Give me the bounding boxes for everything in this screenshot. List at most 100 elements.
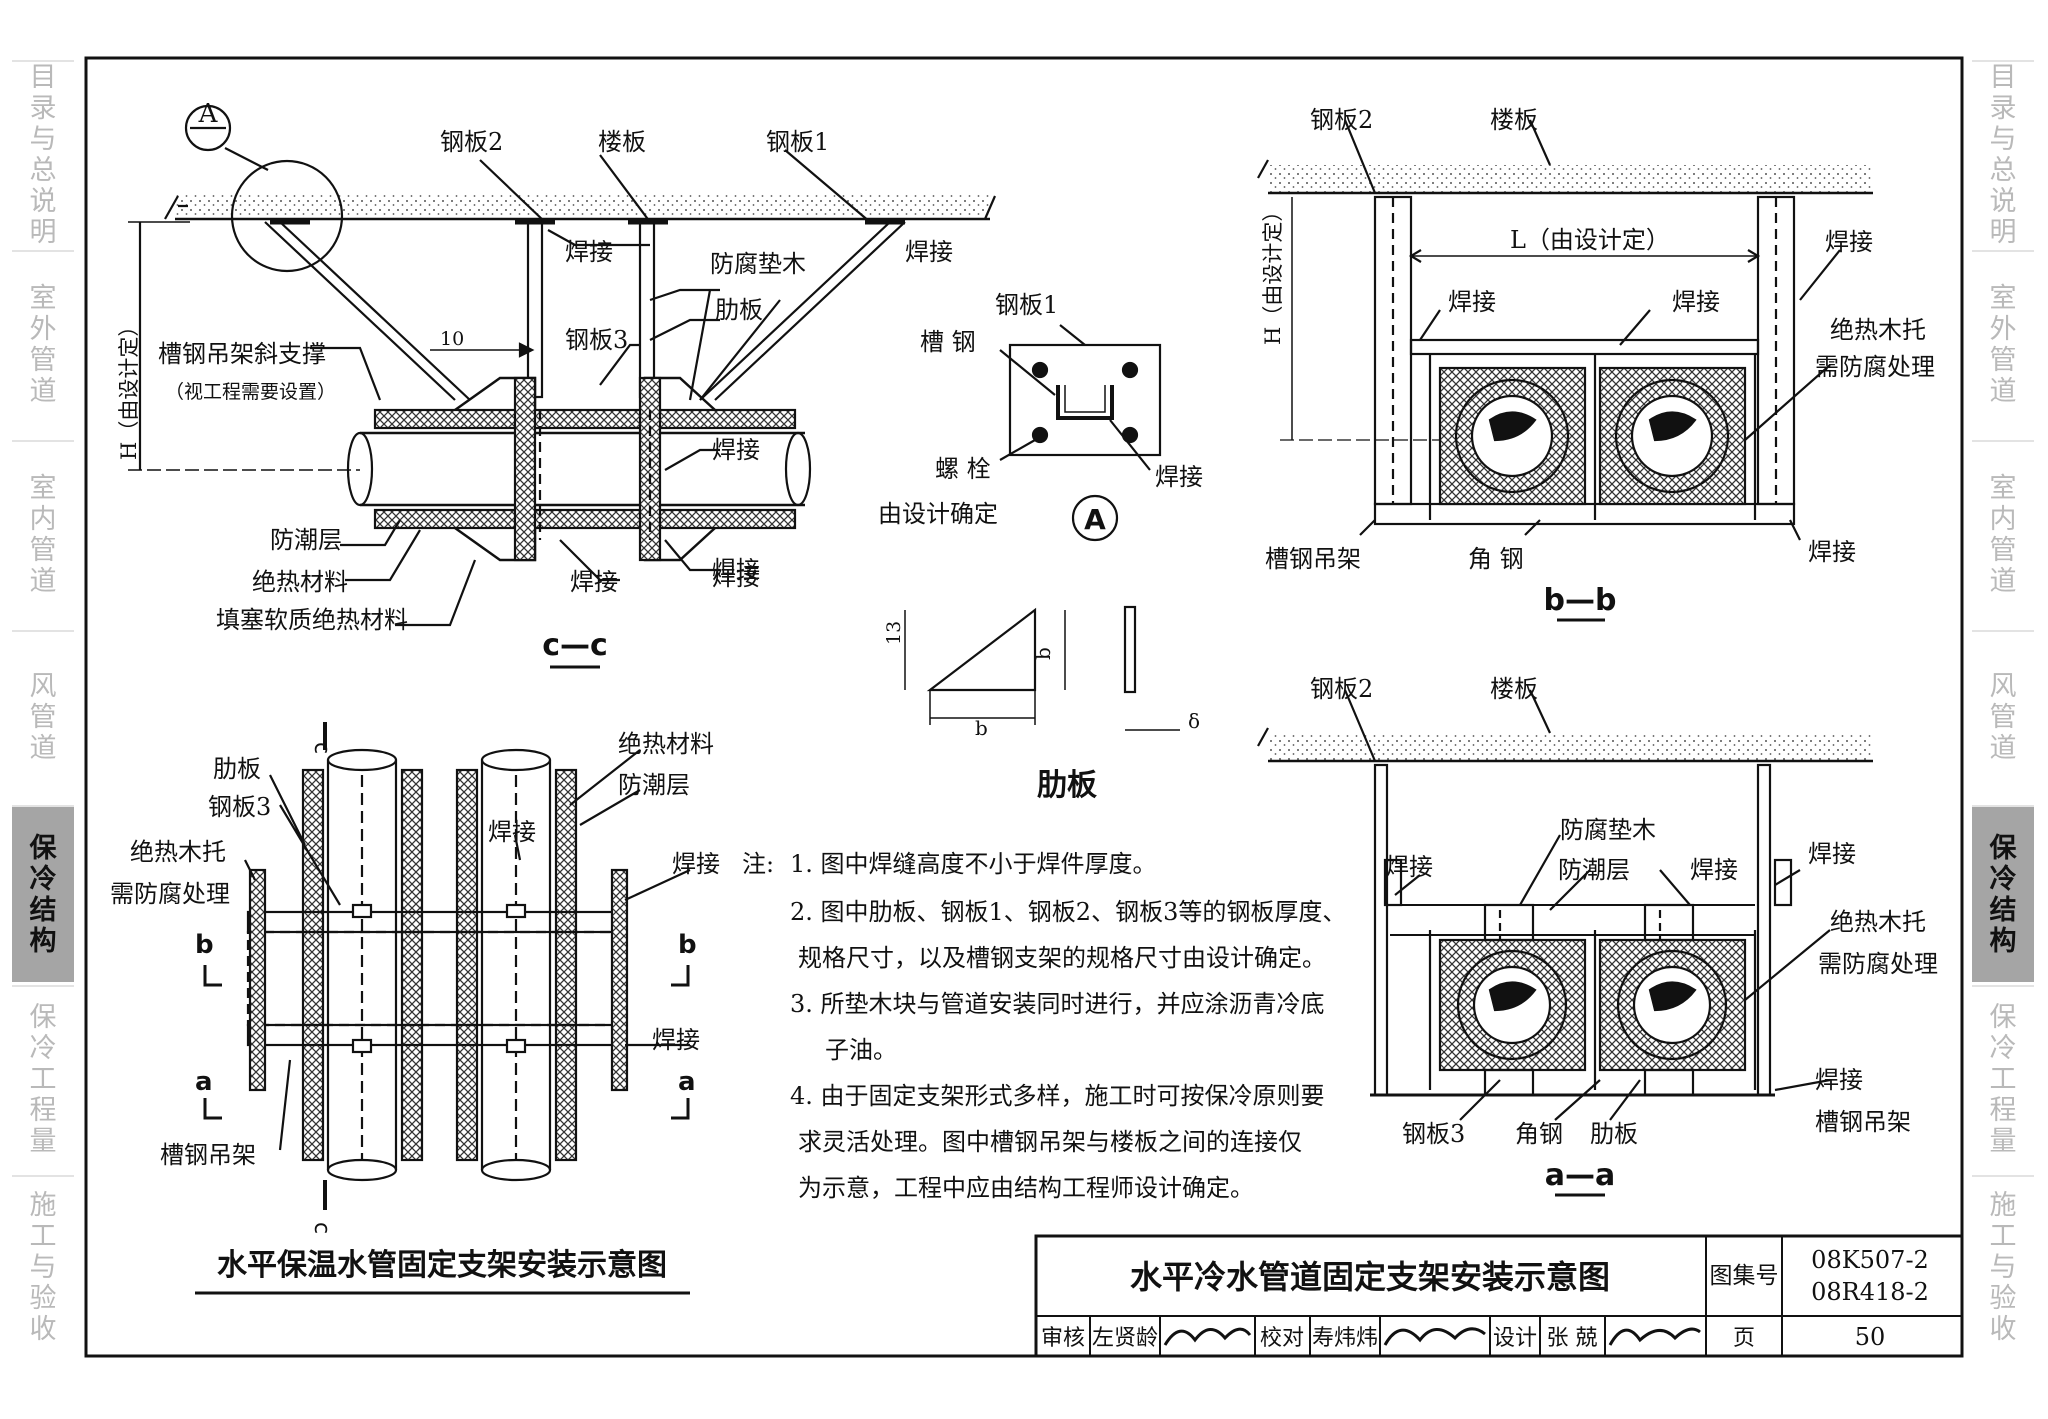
side-nav-tab-char: 外 bbox=[29, 313, 57, 345]
drawing-label: 肋板 bbox=[213, 755, 261, 783]
drawing-label: b bbox=[1031, 647, 1055, 660]
side-nav-tab-char: 保 bbox=[29, 1002, 57, 1033]
side-nav-tab-char: 道 bbox=[29, 732, 57, 764]
drawing-label: 绝热木托 bbox=[1830, 908, 1926, 936]
side-nav-tab-char: 室 bbox=[1989, 282, 2017, 314]
drawing-label: 需防腐处理 bbox=[110, 880, 230, 908]
view-title: 水平保温水管固定支架安装示意图 bbox=[217, 1248, 667, 1283]
title-block-field: 校对 bbox=[1260, 1326, 1304, 1351]
title-block-field: 设计 bbox=[1493, 1326, 1537, 1351]
side-nav-tab-char: 保 bbox=[1989, 1002, 2017, 1033]
reviewer-signature bbox=[1163, 1327, 1252, 1346]
drawing-label: 槽 钢 bbox=[920, 328, 976, 356]
side-nav-tab-char: 工 bbox=[1989, 1064, 2017, 1095]
side-nav-tab[interactable]: 保冷结构 bbox=[1972, 805, 2034, 982]
side-nav-tab-char: 保 bbox=[1989, 832, 2017, 864]
side-nav-tab[interactable]: 施工与验收 bbox=[12, 1175, 74, 1357]
drawing-label: 焊接 bbox=[570, 568, 618, 596]
drawing-label: 焊接 bbox=[1808, 840, 1856, 868]
side-nav-tab-char: 风 bbox=[1989, 670, 2017, 702]
side-nav-tab-char: 与 bbox=[29, 123, 57, 155]
side-nav-tab-char: 收 bbox=[1989, 1313, 2017, 1345]
designer-signature bbox=[1608, 1327, 1701, 1346]
note-line: 4. 由于固定支架形式多样，施工时可按保冷原则要 bbox=[790, 1082, 1325, 1110]
drawing-label: 需防腐处理 bbox=[1815, 353, 1935, 381]
side-nav-tab-char: 管 bbox=[1989, 344, 2017, 376]
drawing-label: 绝热木托 bbox=[130, 838, 226, 866]
side-nav-tab-char: 结 bbox=[29, 894, 57, 926]
side-nav-tab[interactable]: 保冷工程量 bbox=[1972, 985, 2034, 1172]
side-nav-tab-char: 量 bbox=[1989, 1126, 2017, 1157]
side-nav-tab-char: 管 bbox=[1989, 534, 2017, 566]
side-nav-tab-char: 管 bbox=[29, 344, 57, 376]
drawing-label: a bbox=[678, 1067, 696, 1097]
side-nav-tab[interactable]: 风管道 bbox=[1972, 630, 2034, 802]
drawing-label: a bbox=[195, 1067, 213, 1097]
side-nav-tab-char: 冷 bbox=[1989, 863, 2017, 895]
side-nav-tab-char: 保 bbox=[29, 832, 57, 864]
side-nav-tab[interactable]: 目录与总说明 bbox=[1972, 60, 2034, 248]
drawing-label: 焊接 bbox=[712, 563, 760, 591]
side-nav-tab-char: 明 bbox=[29, 216, 57, 248]
drawing-label: 绝热木托 bbox=[1830, 316, 1926, 344]
side-nav-tab-char: 管 bbox=[29, 701, 57, 733]
side-nav-tab-char: 说 bbox=[29, 185, 57, 217]
side-nav-tab[interactable]: 室内管道 bbox=[1972, 440, 2034, 627]
drawing-label: 钢板2 bbox=[440, 128, 503, 156]
drawing-label: 需防腐处理 bbox=[1818, 950, 1938, 978]
side-nav-tab-char: 管 bbox=[1989, 701, 2017, 733]
view-title: a—a bbox=[1545, 1158, 1616, 1193]
section-cc-view bbox=[128, 104, 997, 669]
drawing-label: 填塞软质绝热材料 bbox=[216, 606, 408, 634]
section-bb-view bbox=[1257, 119, 1873, 622]
detail-a-circle bbox=[230, 159, 344, 273]
drawing-label: H（由设计定） bbox=[1261, 201, 1285, 345]
side-nav-tab-char: 道 bbox=[1989, 732, 2017, 764]
drawing-label: 肋板 bbox=[715, 296, 763, 324]
note-line: 3. 所垫木块与管道安装同时进行，并应涂沥青冷底 bbox=[790, 990, 1325, 1018]
side-nav-tab[interactable]: 目录与总说明 bbox=[12, 60, 74, 248]
drawing-label: 焊接 bbox=[1448, 288, 1496, 316]
drawing-label: 防腐垫木 bbox=[710, 250, 806, 278]
drawing-label: 焊接 bbox=[672, 850, 720, 878]
note-line: 2. 图中肋板、钢板1、钢板2、钢板3等的钢板厚度、 bbox=[790, 898, 1346, 926]
section-aa-view bbox=[1257, 689, 1873, 1197]
side-nav-tab[interactable]: 保冷工程量 bbox=[12, 985, 74, 1172]
side-nav-tab[interactable]: 室外管道 bbox=[1972, 250, 2034, 437]
side-nav-tab-char: 内 bbox=[1989, 503, 2017, 535]
drawing-label: 钢板1 bbox=[995, 291, 1058, 319]
side-nav-tab-char: 验 bbox=[1989, 1282, 2017, 1314]
side-nav-tab-char: 施 bbox=[29, 1189, 57, 1221]
side-nav-tab-char: 总 bbox=[29, 154, 57, 186]
note-line: 为示意，工程中应由结构工程师设计确定。 bbox=[798, 1174, 1254, 1202]
drawing-label: 焊接 bbox=[905, 238, 953, 266]
side-nav-tab-char: 工 bbox=[29, 1220, 57, 1252]
side-nav-tab[interactable]: 风管道 bbox=[12, 630, 74, 802]
view-title: 肋板 bbox=[1037, 768, 1097, 803]
side-nav-tab-char: 目 bbox=[1989, 61, 2017, 93]
side-nav-tab[interactable]: 室内管道 bbox=[12, 440, 74, 627]
drawing-label: H（由设计定） bbox=[117, 316, 141, 460]
side-nav-tab[interactable]: 室外管道 bbox=[12, 250, 74, 437]
side-nav-tab-char: 验 bbox=[29, 1282, 57, 1314]
title-block-field: 页 bbox=[1733, 1326, 1755, 1351]
drawing-label: 槽钢吊架斜支撑 bbox=[158, 340, 326, 368]
side-nav-tab-char: 施 bbox=[1989, 1189, 2017, 1221]
view-title: b—b bbox=[1544, 583, 1617, 618]
drawing-label: 绝热材料 bbox=[252, 568, 348, 596]
drawing-label: 螺 栓 bbox=[935, 455, 991, 483]
drawing-label: 防潮层 bbox=[618, 771, 690, 799]
drawing-label: 焊接 bbox=[1815, 1066, 1863, 1094]
title-block-field: 左贤龄 bbox=[1092, 1326, 1158, 1351]
side-nav-tab[interactable]: 保冷结构 bbox=[12, 805, 74, 982]
side-nav-tab[interactable]: 施工与验收 bbox=[1972, 1175, 2034, 1357]
side-nav-tab-char: 室 bbox=[29, 282, 57, 314]
drawing-label: 由设计确定 bbox=[878, 500, 998, 528]
title-block-field: 张 兢 bbox=[1547, 1326, 1598, 1351]
side-nav-tab-char: 量 bbox=[29, 1126, 57, 1157]
detail-a-view bbox=[999, 324, 1162, 542]
plan-view bbox=[195, 722, 691, 1295]
drawing-label: 防腐垫木 bbox=[1560, 816, 1656, 844]
